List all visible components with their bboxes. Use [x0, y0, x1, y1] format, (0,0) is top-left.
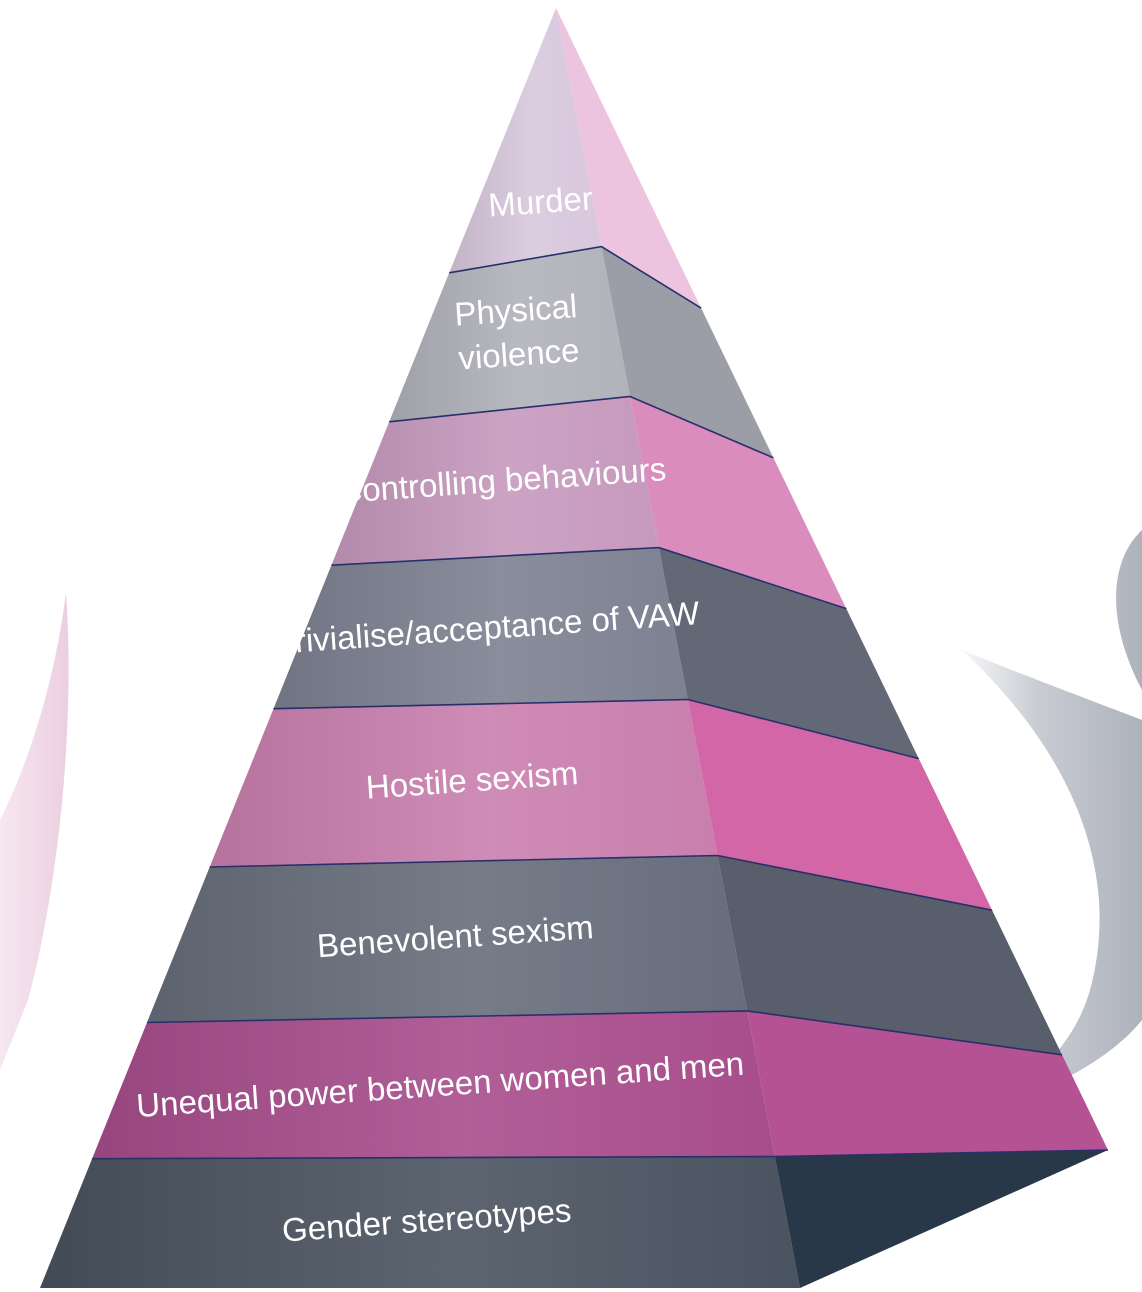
level-7-side-face	[747, 1010, 1108, 1157]
level-divider	[273, 698, 919, 760]
level-8-front-sheen	[40, 1156, 800, 1288]
level-2-label-line-1: Physical	[453, 287, 578, 332]
background-swoosh-left	[0, 592, 69, 1070]
level-2-side-face	[601, 246, 774, 458]
level-8-side-face	[774, 1150, 1108, 1288]
level-divider	[449, 245, 702, 309]
level-4-side-face	[658, 547, 919, 759]
level-5-front-sheen	[209, 699, 718, 867]
level-4-front-sheen	[273, 547, 688, 709]
level-7-front-sheen	[92, 1010, 775, 1159]
level-2-front-sheen	[389, 246, 631, 422]
level-divider	[209, 854, 993, 911]
level-6-side-face	[717, 855, 1062, 1055]
level-2-label-line-2: violence	[457, 331, 580, 376]
level-divider	[389, 395, 774, 459]
level-divider	[92, 1149, 1109, 1160]
level-1-label: Murder	[487, 179, 594, 223]
level-3-front-sheen	[331, 396, 659, 566]
level-1-front-sheen	[449, 8, 602, 273]
level-divider	[331, 546, 847, 610]
background-swoosh-right	[950, 530, 1142, 1118]
level-6-front-sheen	[147, 855, 748, 1023]
level-1-side-face	[556, 8, 702, 309]
level-2-label: Physicalviolence	[453, 287, 581, 376]
level-divider	[146, 1010, 1063, 1056]
level-5-side-face	[687, 699, 993, 911]
